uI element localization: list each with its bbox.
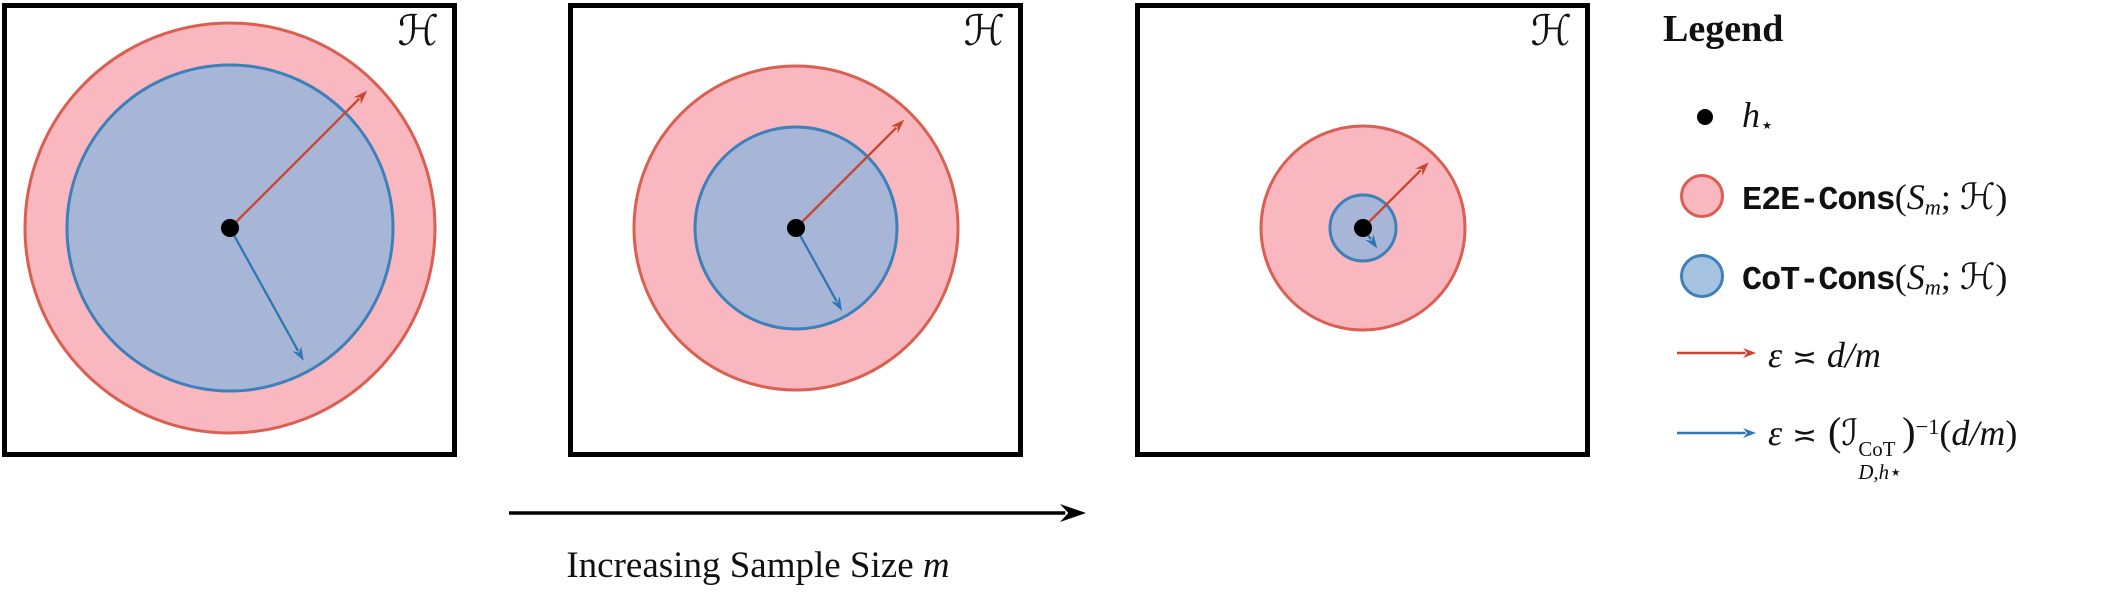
legend-title: Legend xyxy=(1663,8,1784,50)
blue-rate-arrow-swatch xyxy=(1677,428,1756,438)
panel-small-sample: ℋ xyxy=(2,3,457,457)
legend: Legend h⋆ E2E-Cons(Sm; ℋ) CoT-Cons(Sm; ℋ… xyxy=(1640,0,2127,601)
e2e-radius-arrow xyxy=(1362,162,1429,229)
hypothesis-class-label: ℋ xyxy=(1530,6,1572,55)
cot-cons-swatch xyxy=(1680,254,1724,298)
cot-radius-arrow xyxy=(228,227,304,361)
increasing-sample-size-arrow xyxy=(509,504,1086,522)
panel-medium-sample-drawing xyxy=(632,64,960,392)
arrow-shape xyxy=(1677,348,1756,358)
h-star-dot xyxy=(221,219,239,237)
legend-e2e-cons-label: E2E-Cons(Sm; ℋ) xyxy=(1742,177,2008,220)
e2e-cons-swatch xyxy=(1680,174,1724,218)
panel-small-sample-drawing xyxy=(23,21,437,435)
panel-medium-sample: ℋ xyxy=(568,3,1023,457)
h-star-dot xyxy=(1354,219,1372,237)
legend-cot-cons-label: CoT-Cons(Sm; ℋ) xyxy=(1742,257,2008,300)
increasing-sample-size-caption: Increasing Sample Size m xyxy=(566,545,950,586)
arrow-shape xyxy=(509,504,1086,522)
arrow-shape xyxy=(1677,428,1756,438)
panel-large-sample-drawing xyxy=(1259,124,1467,332)
legend-h-star-label: h⋆ xyxy=(1742,95,1774,138)
e2e-radius-arrow xyxy=(229,90,368,229)
panel-large-sample: ℋ xyxy=(1135,3,1590,457)
legend-e2e-rate-label: ε ≍ d/m xyxy=(1768,335,1881,375)
hypothesis-class-label: ℋ xyxy=(963,6,1005,55)
e2e-radius-arrow xyxy=(795,119,905,229)
h-star-dot-swatch xyxy=(1697,109,1713,125)
red-rate-arrow-swatch xyxy=(1677,348,1756,358)
h-star-dot xyxy=(787,219,805,237)
hypothesis-class-label: ℋ xyxy=(397,6,439,55)
cot-radius-arrow xyxy=(794,227,843,312)
